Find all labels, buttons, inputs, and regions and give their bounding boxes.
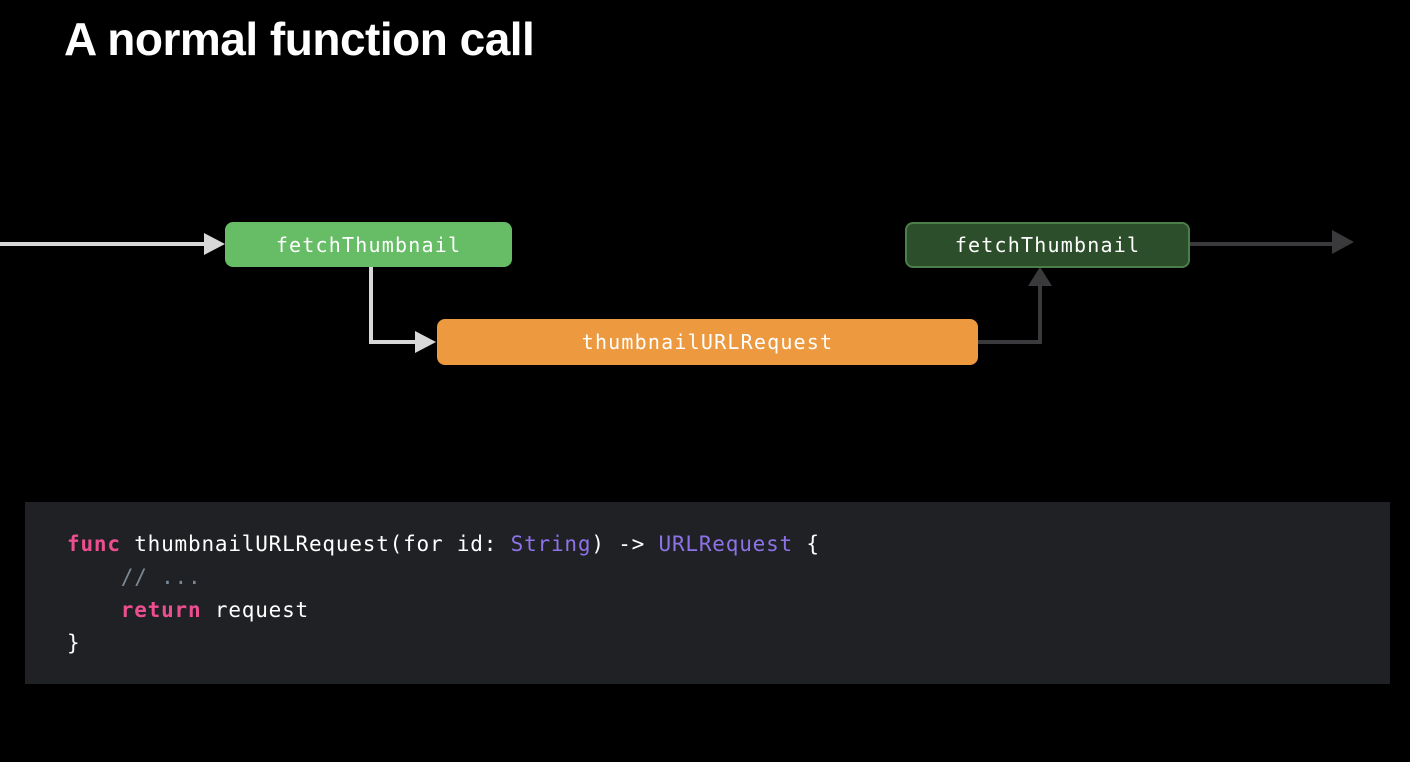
call-arrow-vertical	[369, 267, 373, 344]
fetchthumbnail-call-label: fetchThumbnail	[275, 232, 462, 257]
slide-title: A normal function call	[64, 13, 535, 65]
call-arrowhead-icon	[415, 331, 436, 353]
return-arrowhead-icon	[1028, 267, 1052, 286]
code-lines: func thumbnailURLRequest(for id: String)…	[67, 528, 1360, 660]
outgoing-arrowhead-icon	[1332, 230, 1354, 254]
thumbnailurlrequest-box: thumbnailURLRequest	[437, 319, 978, 365]
fetchthumbnail-return-box: fetchThumbnail	[905, 222, 1190, 268]
fetchthumbnail-return-label: fetchThumbnail	[954, 233, 1141, 257]
code-line: }	[67, 631, 81, 655]
fetchthumbnail-call-box: fetchThumbnail	[225, 222, 512, 267]
code-block: func thumbnailURLRequest(for id: String)…	[25, 502, 1390, 684]
function-call-diagram: fetchThumbnail thumbnailURLRequest fetch…	[0, 222, 1354, 365]
call-arrow-horizontal	[369, 340, 415, 344]
code-line: // ...	[120, 565, 202, 589]
incoming-call-arrowhead-icon	[204, 233, 225, 255]
code-line: func thumbnailURLRequest(for id: String)…	[67, 532, 820, 556]
thumbnailurlrequest-label: thumbnailURLRequest	[581, 330, 834, 354]
return-arrow-vertical	[1038, 284, 1042, 344]
return-arrow-horizontal	[978, 340, 1042, 344]
outgoing-arrow	[1190, 242, 1332, 246]
code-line: return request	[120, 598, 309, 622]
incoming-call-arrow	[0, 242, 204, 246]
